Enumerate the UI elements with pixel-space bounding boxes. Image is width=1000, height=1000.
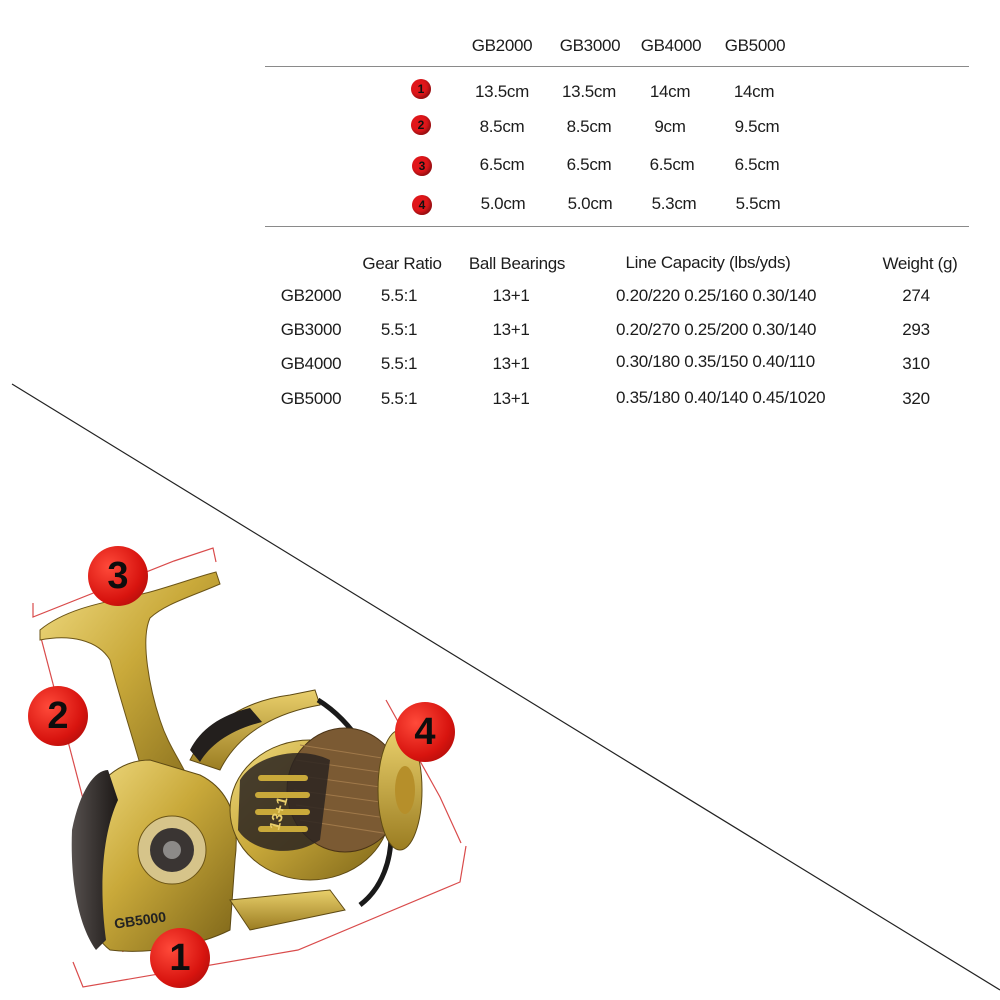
dim-cell: 6.5cm (649, 155, 695, 174)
dim-cell: 13.5cm (475, 82, 529, 101)
spec-gear-ratio: 5.5:1 (380, 286, 418, 305)
marker-callout-2: 2 (28, 686, 88, 746)
dim-cell: 13.5cm (562, 82, 616, 101)
dim-cell: 6.5cm (479, 155, 525, 174)
dim-cell: 6.5cm (566, 155, 612, 174)
dim-cell: 5.3cm (651, 194, 697, 213)
dim-cell: 6.5cm (734, 155, 780, 174)
marker-callout-1: 1 (150, 928, 210, 988)
spec-line-capacity: 0.20/220 0.25/160 0.30/140 (616, 286, 817, 305)
drag-knob (395, 766, 415, 814)
spec-line-capacity: 0.20/270 0.25/200 0.30/140 (616, 320, 817, 339)
spec-model: GB5000 (280, 389, 342, 408)
spec-weight: 274 (902, 286, 930, 305)
marker-badge: 3 (412, 156, 432, 176)
spec-weight: 293 (902, 320, 930, 339)
dim-cell: 9cm (654, 117, 686, 136)
spec-header-gear-ratio: Gear Ratio (362, 254, 442, 273)
marker-badge: 4 (412, 195, 432, 215)
dim-cell: 5.0cm (480, 194, 526, 213)
spec-ball-bearings: 13+1 (492, 389, 530, 408)
dim-header-model: GB5000 (724, 36, 786, 55)
table-divider (265, 66, 969, 67)
dim-cell: 5.0cm (567, 194, 613, 213)
side-cap-center (163, 841, 181, 859)
marker-callout-3: 3 (88, 546, 148, 606)
marker-callout-4: 4 (395, 702, 455, 762)
spec-ball-bearings: 13+1 (492, 354, 530, 373)
marker-badge: 1 (411, 79, 431, 99)
spec-line-capacity: 0.30/180 0.35/150 0.40/110 (616, 352, 815, 371)
diagonal-divider-line (11, 383, 1000, 991)
handle-knob (190, 708, 262, 762)
spec-header-ball-bearings: Ball Bearings (468, 254, 566, 273)
spec-weight: 320 (902, 389, 930, 408)
spec-ball-bearings: 13+1 (492, 286, 530, 305)
spec-model: GB2000 (280, 286, 342, 305)
dim-cell: 9.5cm (734, 117, 780, 136)
dim-cell: 8.5cm (566, 117, 612, 136)
table-divider (265, 226, 969, 227)
dim-header-model: GB2000 (471, 36, 533, 55)
spec-model: GB4000 (280, 354, 342, 373)
dim-cell: 14cm (649, 82, 691, 101)
spec-model: GB3000 (280, 320, 342, 339)
spool-skirt-slots (255, 775, 310, 832)
spec-gear-ratio: 5.5:1 (380, 389, 418, 408)
dim-cell: 5.5cm (735, 194, 781, 213)
spec-header-weight: Weight (g) (882, 254, 958, 273)
spec-ball-bearings: 13+1 (492, 320, 530, 339)
spec-header-line-capacity: Line Capacity (lbs/yds) (625, 253, 791, 272)
spec-gear-ratio: 5.5:1 (380, 320, 418, 339)
dim-header-model: GB4000 (640, 36, 702, 55)
spec-gear-ratio: 5.5:1 (380, 354, 418, 373)
marker-badge: 2 (411, 115, 431, 135)
spec-line-capacity: 0.35/180 0.40/140 0.45/1020 (616, 388, 826, 407)
dim-cell: 14cm (733, 82, 775, 101)
reel-foot (229, 889, 346, 931)
dim-header-model: GB3000 (559, 36, 621, 55)
spec-weight: 310 (902, 354, 930, 373)
dim-cell: 8.5cm (479, 117, 525, 136)
handle-arm (39, 571, 221, 801)
reel-body-side-plate (71, 770, 118, 950)
